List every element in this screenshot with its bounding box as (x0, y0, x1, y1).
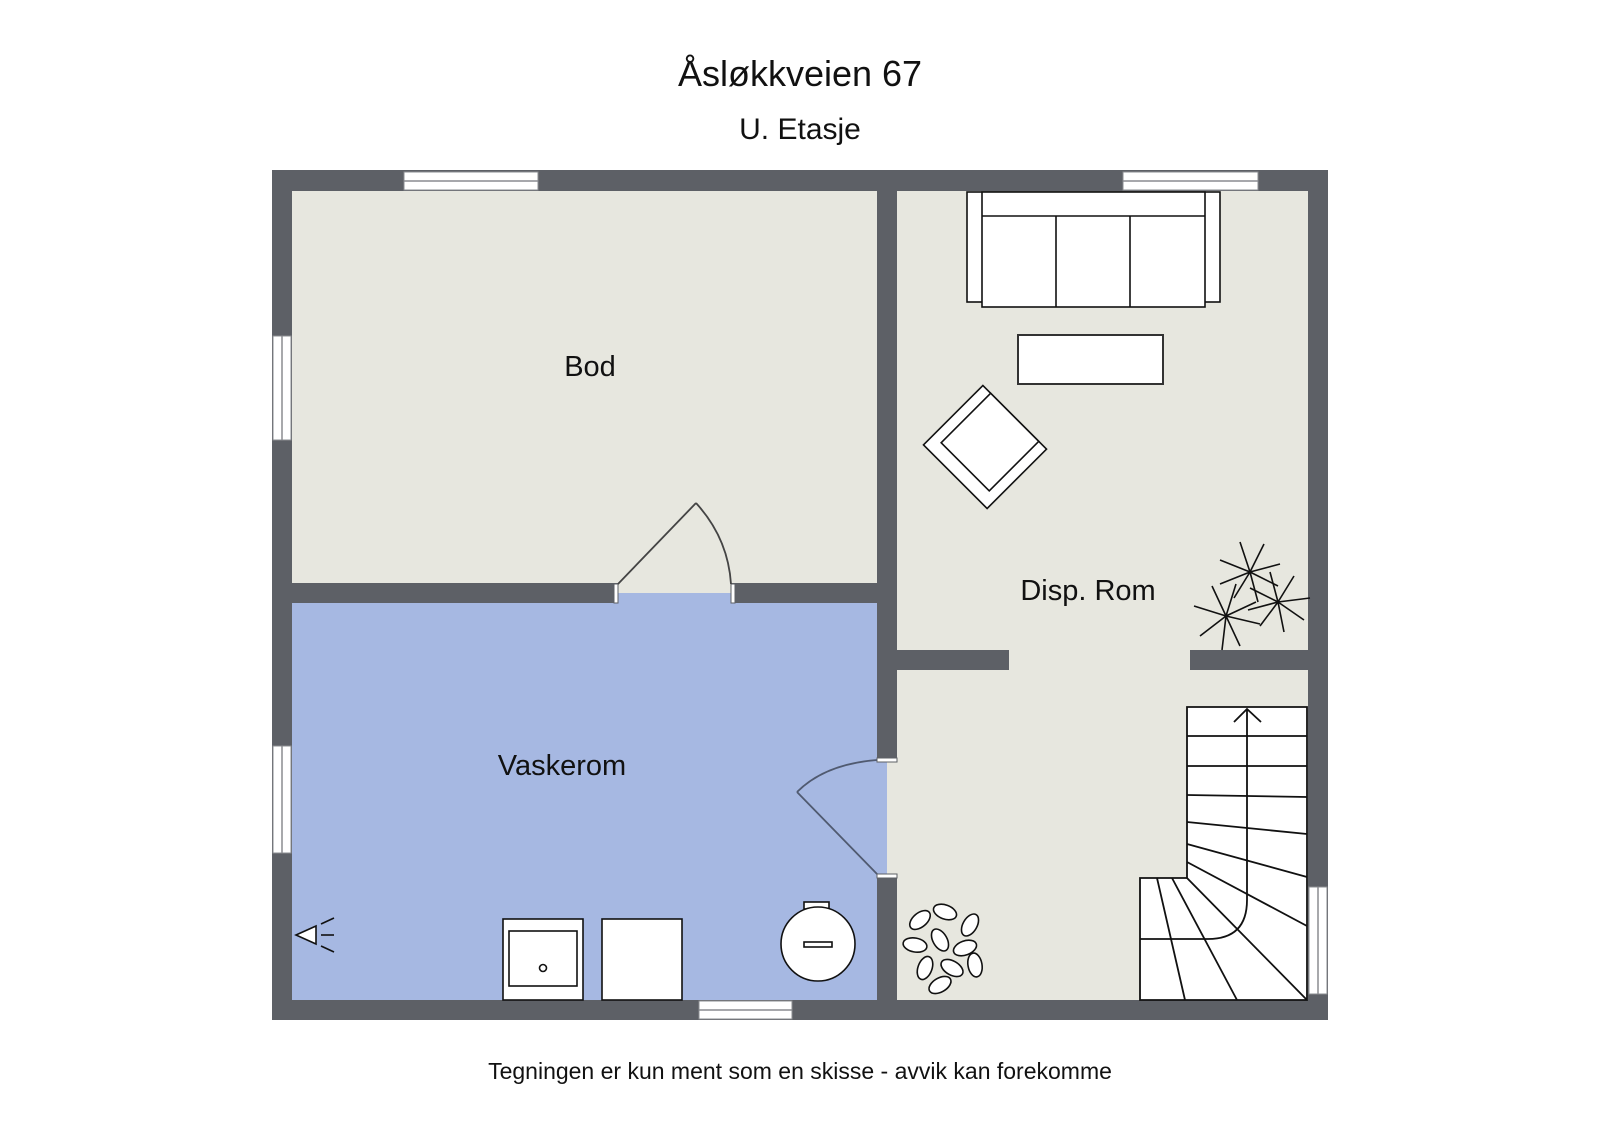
floor-level-subtitle: U. Etasje (739, 113, 861, 146)
door-opening-vaskerom (877, 762, 887, 874)
coffee-table (1017, 334, 1164, 385)
sofa (966, 191, 1221, 308)
water-heater (780, 901, 856, 982)
floor-drain-symbol (294, 917, 335, 953)
floorplan-title: Åsløkkveien 67 (677, 53, 923, 94)
washing-machine (601, 918, 683, 1001)
door-opening-bod-top (618, 583, 731, 593)
sink (502, 918, 584, 1001)
window-left-vaskerom (272, 745, 292, 854)
window-right-disp-rom (1308, 886, 1328, 995)
window-bottom-vaskerom (698, 1000, 793, 1020)
armchair (922, 384, 1048, 510)
room-label-vaskerom: Vaskerom (498, 750, 626, 782)
door-bod (613, 502, 736, 604)
window-top-bod (403, 171, 539, 191)
door-opening-vaskerom-right (887, 762, 897, 874)
stairs (1139, 706, 1308, 1001)
room-label-bod: Bod (564, 351, 616, 383)
room-bod-floor (292, 191, 877, 583)
partial-wall-right (1190, 650, 1308, 670)
plant-leafy (902, 903, 984, 995)
window-left-bod (272, 335, 292, 441)
partial-wall-left (897, 650, 1009, 670)
door-vaskerom (796, 757, 898, 879)
window-top-disp-rom (1122, 171, 1259, 191)
room-label-disp-rom: Disp. Rom (1020, 575, 1155, 607)
plant-spiky (1193, 541, 1311, 651)
room-vaskerom-floor (292, 603, 877, 1000)
disclaimer-text: Tegningen er kun ment som en skisse - av… (488, 1058, 1112, 1084)
